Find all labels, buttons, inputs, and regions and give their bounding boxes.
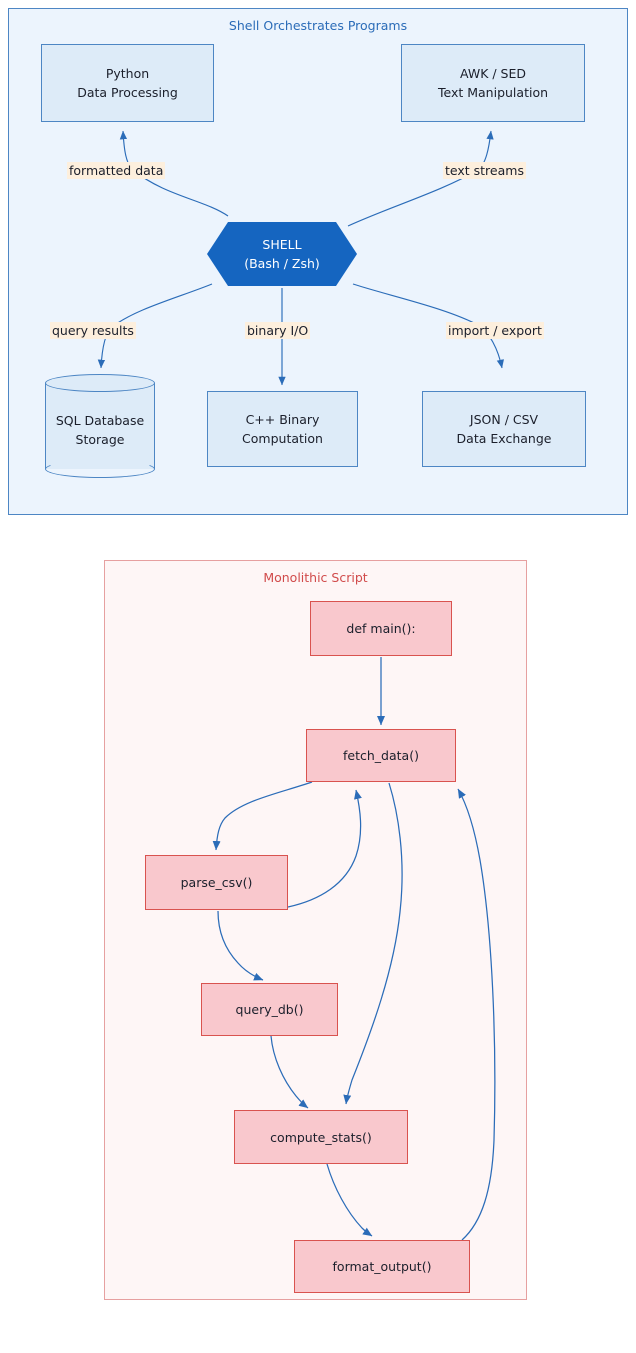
node-compute-stats[interactable]: compute_stats() xyxy=(234,1110,408,1164)
node-sql-database-line1: SQL Database xyxy=(55,413,145,428)
node-awk-sed-line2: Text Manipulation xyxy=(437,85,549,100)
node-python-line2: Data Processing xyxy=(77,85,178,100)
node-sql-database[interactable]: SQL Database Storage xyxy=(45,374,155,478)
node-def-main-label: def main(): xyxy=(346,621,416,636)
node-shell-line1: SHELL xyxy=(262,237,302,252)
node-parse-csv[interactable]: parse_csv() xyxy=(145,855,288,910)
node-compute-stats-label: compute_stats() xyxy=(270,1129,372,1145)
edge-label-import-export: import / export xyxy=(446,322,544,339)
edge-label-query-results: query results xyxy=(50,322,136,339)
node-sql-database-label: SQL Database Storage xyxy=(45,374,155,478)
cylinder-top-ellipse xyxy=(45,374,155,392)
edge-label-text-streams: text streams xyxy=(443,162,526,179)
node-query-db[interactable]: query_db() xyxy=(201,983,338,1036)
node-query-db-label: query_db() xyxy=(235,1002,304,1017)
node-json-csv[interactable]: JSON / CSV Data Exchange xyxy=(422,391,586,467)
subgraph-monolithic-script: Monolithic Script xyxy=(104,560,527,1300)
node-python[interactable]: Python Data Processing xyxy=(41,44,214,122)
edge-label-binary-io: binary I/O xyxy=(245,322,311,339)
node-awk-sed[interactable]: AWK / SED Text Manipulation xyxy=(401,44,585,122)
edge-label-formatted-data: formatted data xyxy=(67,162,166,179)
node-fetch-data[interactable]: fetch_data() xyxy=(306,729,456,782)
node-sql-database-line2: Storage xyxy=(75,432,125,447)
node-json-csv-line2: Data Exchange xyxy=(456,431,552,446)
node-awk-sed-line1: AWK / SED xyxy=(459,66,527,81)
node-format-output[interactable]: format_output() xyxy=(294,1240,470,1293)
node-format-output-label: format_output() xyxy=(332,1259,432,1274)
node-fetch-data-label: fetch_data() xyxy=(343,748,419,763)
node-cpp-binary-line1: C++ Binary xyxy=(245,412,320,427)
node-python-line1: Python xyxy=(105,66,150,81)
node-json-csv-line1: JSON / CSV xyxy=(469,412,539,427)
cylinder-body xyxy=(45,383,155,469)
node-shell-line2: (Bash / Zsh) xyxy=(244,256,320,271)
node-shell-hub[interactable]: SHELL (Bash / Zsh) xyxy=(207,222,357,286)
cylinder-bottom-ellipse xyxy=(45,460,155,478)
node-parse-csv-label: parse_csv() xyxy=(180,875,253,890)
node-cpp-binary-line2: Computation xyxy=(242,431,323,446)
subgraph-title-bottom: Monolithic Script xyxy=(263,570,368,585)
node-cpp-binary[interactable]: C++ Binary Computation xyxy=(207,391,358,467)
node-def-main[interactable]: def main(): xyxy=(310,601,452,656)
subgraph-title-top: Shell Orchestrates Programs xyxy=(228,18,408,33)
